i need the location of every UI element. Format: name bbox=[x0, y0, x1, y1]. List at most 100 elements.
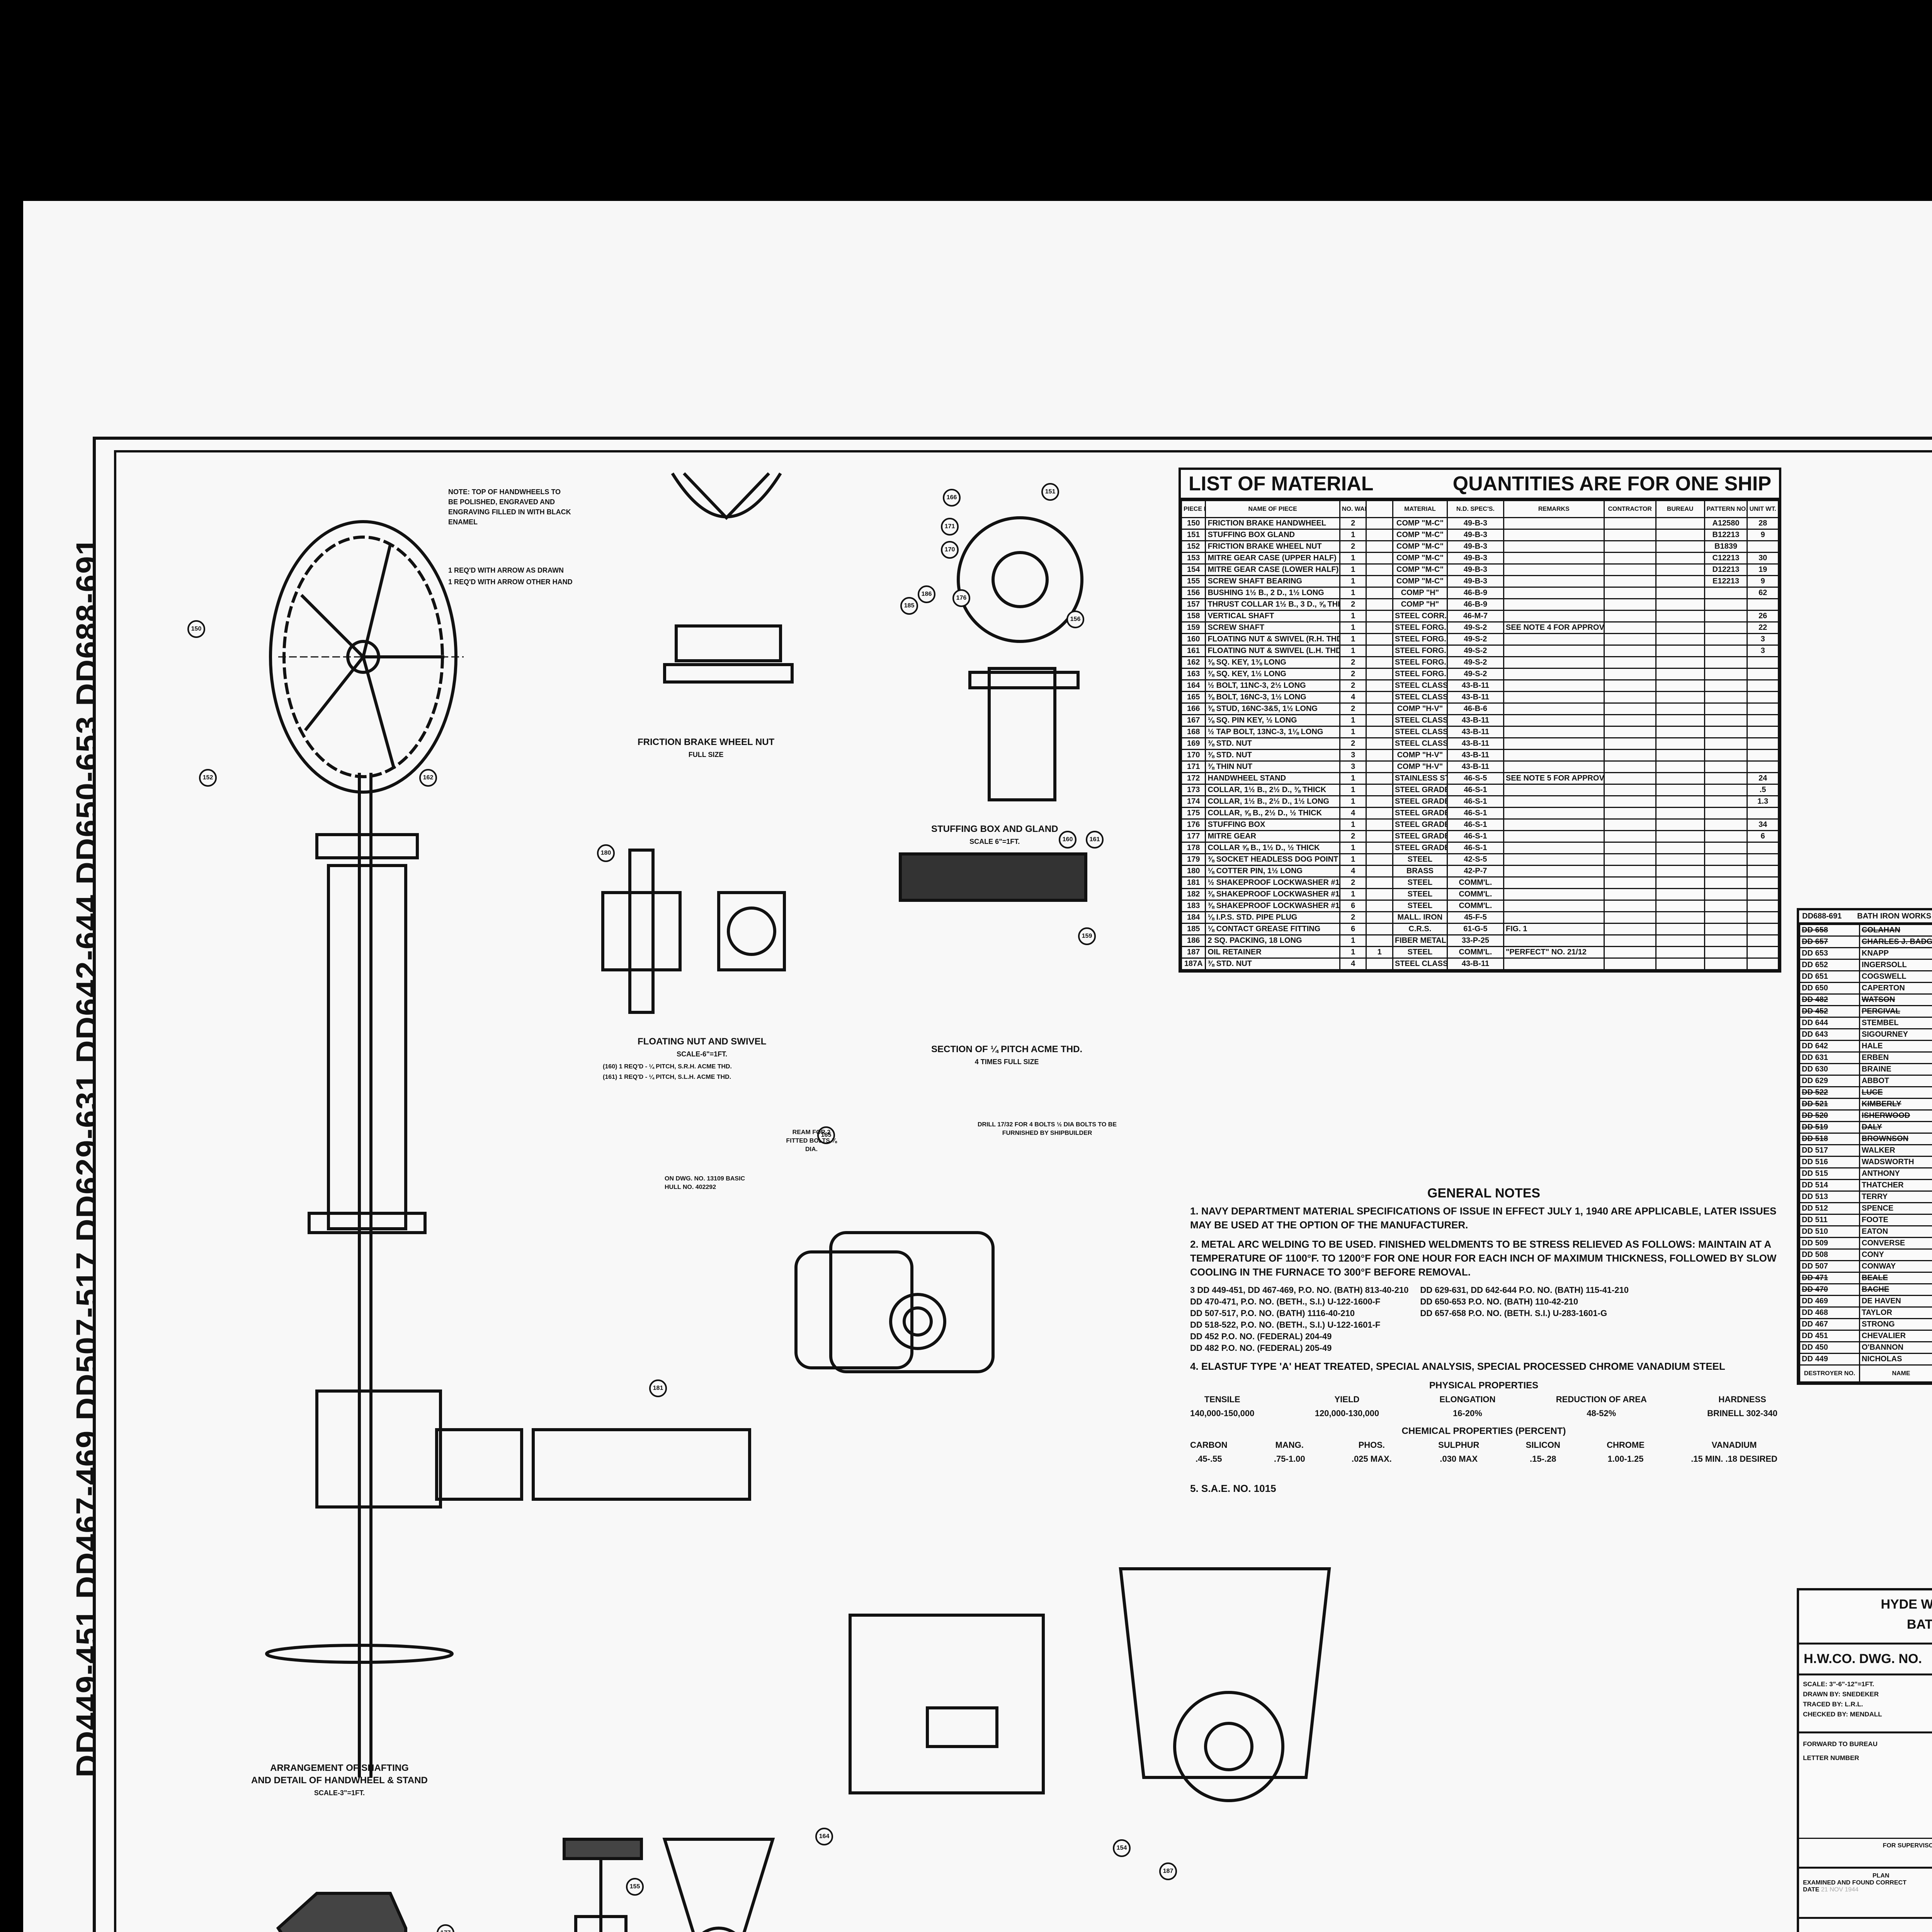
bom-cell bbox=[1503, 679, 1605, 692]
bom-cell: COMP "M-C" bbox=[1392, 575, 1448, 588]
bom-cell: STEEL CLASS "A" bbox=[1392, 691, 1448, 704]
bom-cell: ⅜ SHAKEPROOF LOCKWASHER #1224 bbox=[1205, 888, 1340, 901]
physical-properties-title: PHYSICAL PROPERTIES bbox=[1429, 1380, 1539, 1391]
bom-cell bbox=[1655, 865, 1705, 878]
bom-cell bbox=[1503, 575, 1605, 588]
bom-cell: C.R.S. bbox=[1392, 923, 1448, 935]
bom-cell bbox=[1366, 540, 1393, 553]
bom-cell: COMM'L. bbox=[1446, 900, 1504, 912]
destroyer-cell: WALKER bbox=[1859, 1144, 1932, 1157]
bom-cell: 34 bbox=[1747, 818, 1779, 831]
property-label: REDUCTION OF AREA bbox=[1556, 1395, 1647, 1404]
bom-cell bbox=[1704, 957, 1748, 970]
bom-cell: HANDWHEEL STAND bbox=[1205, 772, 1340, 785]
property-label: CHROME bbox=[1607, 1440, 1645, 1450]
property-label: MANG. bbox=[1275, 1440, 1304, 1450]
bom-cell bbox=[1603, 923, 1656, 935]
bom-cell: ⅜ STD. NUT bbox=[1205, 957, 1340, 970]
bom-cell: 49-S-2 bbox=[1446, 656, 1504, 669]
bom-cell bbox=[1603, 807, 1656, 820]
bom-cell bbox=[1503, 888, 1605, 901]
drawing-number-row: H.W.CO. DWG. NO. 13110 bbox=[1799, 1645, 1932, 1675]
bom-cell: B12213 bbox=[1704, 529, 1748, 541]
bom-cell: ½ TAP BOLT, 13NC-3, 1⅛ LONG bbox=[1205, 726, 1340, 738]
destroyer-cell: DD 518 bbox=[1799, 1133, 1860, 1145]
destroyer-cell: BRAINE bbox=[1859, 1063, 1932, 1076]
bom-cell bbox=[1503, 784, 1605, 796]
bom-cell: 6 bbox=[1339, 923, 1367, 935]
bom-cell: 43-B-11 bbox=[1446, 957, 1504, 970]
destroyer-cell: DD 512 bbox=[1799, 1202, 1860, 1215]
destroyer-row: DD 517WALKER206 bbox=[1799, 1144, 1932, 1157]
bom-cell bbox=[1603, 842, 1656, 854]
bom-cell bbox=[1366, 772, 1393, 785]
bom-cell: 30 bbox=[1747, 552, 1779, 565]
bom-cell bbox=[1503, 749, 1605, 762]
bom-cell bbox=[1366, 679, 1393, 692]
property-label: VANADIUM bbox=[1711, 1440, 1757, 1450]
bom-cell: STEEL CLASS "B" bbox=[1392, 957, 1448, 970]
shaft-stand-icon bbox=[265, 773, 751, 1777]
drawn-by-value: SNEDEKER bbox=[1842, 1690, 1879, 1698]
bom-cell bbox=[1603, 645, 1656, 657]
destroyer-cell: NICHOLAS bbox=[1859, 1353, 1932, 1366]
bom-cell: 152 bbox=[1180, 540, 1206, 553]
part-balloon-156: 156 bbox=[1066, 611, 1084, 628]
bom-cell bbox=[1603, 818, 1656, 831]
bom-cell: FRICTION BRAKE HANDWHEEL bbox=[1205, 517, 1340, 530]
destroyer-cell: CAPERTON bbox=[1859, 982, 1932, 995]
ream-bolts-note: REAM FOR 2 FITTED BOLTS ⅜ DIA. bbox=[786, 1129, 837, 1153]
bom-cell: COMM'L. bbox=[1446, 946, 1504, 959]
bom-cell bbox=[1366, 749, 1393, 762]
bom-cell: 46-B-6 bbox=[1446, 702, 1504, 715]
bom-cell bbox=[1603, 656, 1656, 669]
bom-cell: ⅜ STD. NUT bbox=[1205, 749, 1340, 762]
bom-cell: 49-B-3 bbox=[1446, 529, 1504, 541]
bom-cell: COMP "H-V" bbox=[1392, 749, 1448, 762]
bom-cell bbox=[1366, 830, 1393, 843]
destroyer-cell: TERRY bbox=[1859, 1190, 1932, 1203]
destroyer-row: DD 658COLAHANBETH. STEEL CO. S.B. DIV.80… bbox=[1799, 924, 1932, 937]
bom-cell: 166 bbox=[1180, 702, 1206, 715]
destroyer-cell: DD 471 bbox=[1799, 1272, 1860, 1284]
bom-subtitle: QUANTITIES ARE FOR ONE SHIP bbox=[1452, 473, 1771, 495]
part-balloon-170: 170 bbox=[941, 541, 959, 559]
destroyer-cell: BROWNSON bbox=[1859, 1133, 1932, 1145]
destroyer-row: DD 643SIGOURNEY212 bbox=[1799, 1028, 1932, 1041]
bom-cell bbox=[1603, 946, 1656, 959]
bom-cell: ⅛ CONTACT GREASE FITTING bbox=[1205, 923, 1340, 935]
destroyer-row: DD 471BEALEBETH. STEEL CO. S.B. DIV.8022 bbox=[1799, 1272, 1932, 1284]
bom-cell bbox=[1366, 587, 1393, 599]
checked-by-value: MENDALL bbox=[1850, 1711, 1882, 1718]
brake-nut-icon bbox=[663, 472, 794, 684]
bom-cell bbox=[1366, 795, 1393, 808]
note-3-line: DD 650-653 P.O. NO. (BATH) 110-42-210 bbox=[1420, 1297, 1578, 1306]
bom-cell bbox=[1655, 702, 1705, 715]
part-balloon-151: 151 bbox=[1041, 483, 1059, 501]
destroyer-cell: DD 468 bbox=[1799, 1306, 1860, 1319]
floating-nut-req-1: (160) 1 REQ'D - ¼ PITCH, S.R.H. ACME THD… bbox=[603, 1063, 732, 1070]
property-label: PHOS. bbox=[1358, 1440, 1385, 1450]
bom-cell: 61-G-5 bbox=[1446, 923, 1504, 935]
bom-cell: 46-S-1 bbox=[1446, 784, 1504, 796]
bom-column-header: PIECE NO. bbox=[1180, 500, 1206, 518]
bom-cell bbox=[1704, 934, 1748, 947]
bom-cell bbox=[1704, 923, 1748, 935]
bom-cell: 173 bbox=[1180, 784, 1206, 796]
bom-cell: 43-B-11 bbox=[1446, 760, 1504, 773]
bom-cell: ½ BOLT, 11NC-3, 2½ LONG bbox=[1205, 679, 1340, 692]
bom-cell bbox=[1503, 876, 1605, 889]
destroyer-row: DD 522LUCE8029 bbox=[1799, 1086, 1932, 1099]
bom-cell: THRUST COLLAR 1½ B., 3 D., ⅝ THICK bbox=[1205, 598, 1340, 611]
bom-cell bbox=[1747, 726, 1779, 738]
